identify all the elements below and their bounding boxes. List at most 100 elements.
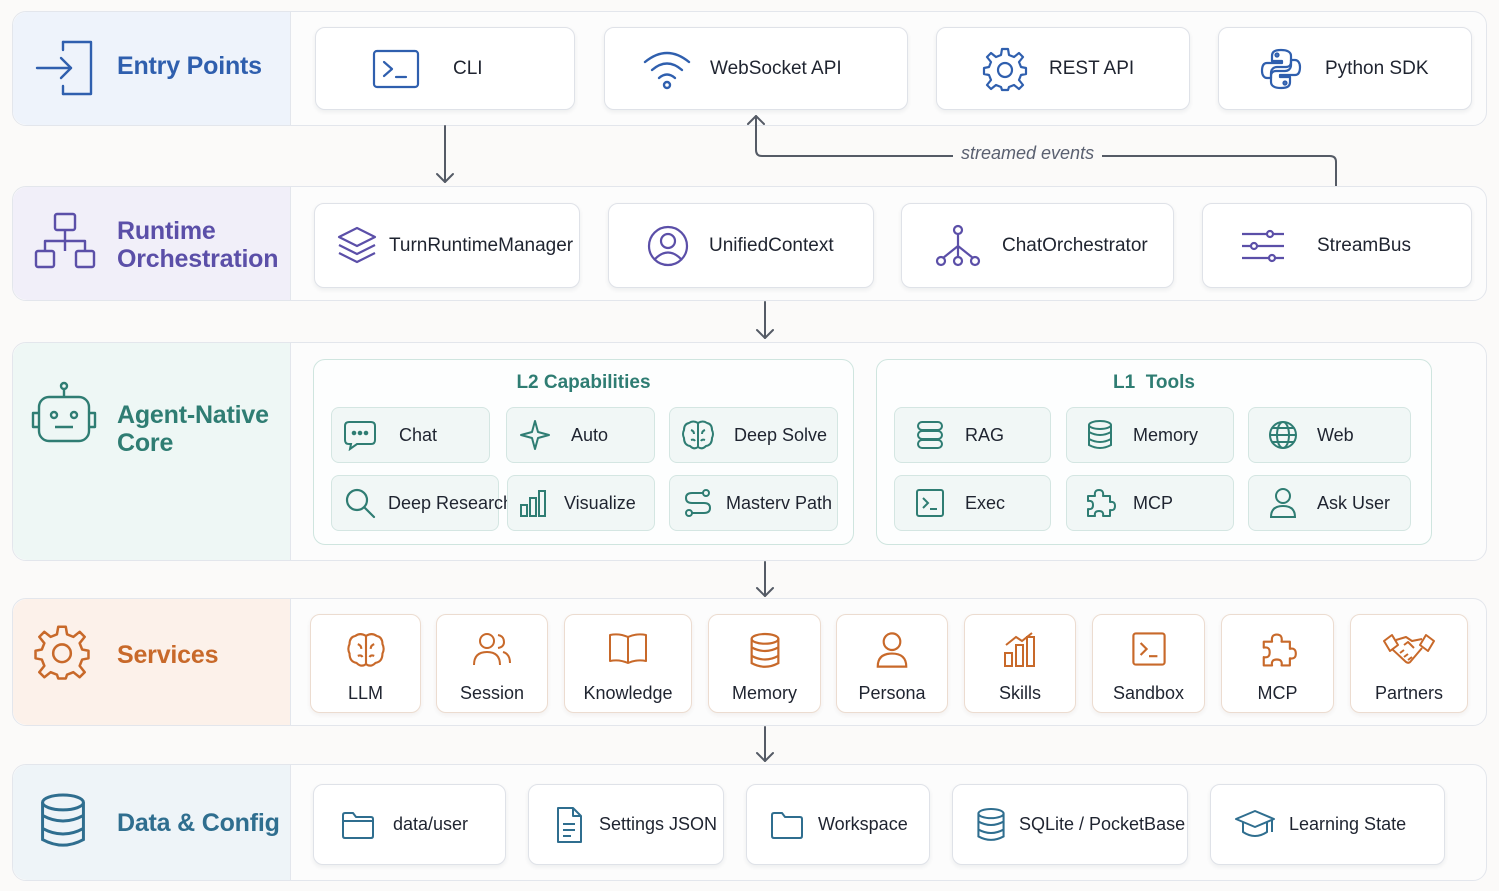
runtime-card-unified-context[interactable]: UnifiedContext (608, 203, 874, 288)
service-partners[interactable]: Partners (1350, 614, 1468, 713)
entry-card-rest-api[interactable]: REST API (936, 27, 1190, 110)
capability-label: Masterv Path (726, 492, 833, 513)
service-persona[interactable]: Persona (836, 614, 948, 713)
layer-title-line: Core (117, 429, 174, 457)
entry-card-label: WebSocket API (710, 57, 842, 79)
folder-icon (340, 810, 376, 840)
capability-label: Visualize (564, 492, 636, 513)
capability-visualize[interactable]: Visualize (507, 475, 655, 531)
sparkle-icon (507, 419, 563, 451)
tool-exec[interactable]: Exec (894, 475, 1051, 531)
entry-card-python-sdk[interactable]: Python SDK (1218, 27, 1472, 110)
login-icon (33, 36, 97, 105)
tool-label: Memory (1133, 424, 1199, 445)
data-card-label: Workspace (818, 814, 908, 834)
document-icon (553, 806, 585, 844)
capability-mastery-path[interactable]: Masterv Path (669, 475, 838, 531)
capability-auto[interactable]: Auto (506, 407, 655, 463)
path-icon (670, 487, 726, 519)
tool-mcp[interactable]: MCP (1066, 475, 1234, 531)
flow-arrow-entry-to-runtime (436, 125, 454, 183)
capability-deep-solve[interactable]: Deep Solve (669, 407, 838, 463)
capability-chat[interactable]: Chat (331, 407, 490, 463)
service-sandbox[interactable]: Sandbox (1092, 614, 1205, 713)
gear-icon (981, 46, 1029, 92)
tool-memory[interactable]: Memory (1066, 407, 1234, 463)
bar-chart-icon (965, 631, 1075, 669)
handshake-icon (1351, 631, 1467, 667)
database-icon (973, 806, 1009, 844)
entry-card-websocket[interactable]: WebSocket API (604, 27, 908, 110)
service-label: Knowledge (583, 683, 673, 703)
book-icon (565, 631, 691, 667)
data-card-workspace[interactable]: Workspace (746, 784, 930, 865)
tool-label: RAG (965, 424, 1005, 445)
data-card-settings-json[interactable]: Settings JSON (528, 784, 724, 865)
data-card-learning-state[interactable]: Learning State (1210, 784, 1445, 865)
tool-rag[interactable]: RAG (894, 407, 1051, 463)
database-icon (1067, 419, 1133, 451)
capabilities-title: L2 Capabilities (516, 372, 651, 393)
layer-title: Entry Points (117, 52, 262, 80)
service-knowledge[interactable]: Knowledge (564, 614, 692, 713)
service-skills[interactable]: Skills (964, 614, 1076, 713)
runtime-card-stream-bus[interactable]: StreamBus (1202, 203, 1472, 288)
service-memory[interactable]: Memory (708, 614, 821, 713)
tool-label: Ask User (1317, 492, 1391, 513)
tool-web[interactable]: Web (1248, 407, 1411, 463)
gear-icon (33, 623, 91, 686)
runtime-card-turn-runtime-manager[interactable]: TurnRuntimeManager (314, 203, 580, 288)
tools-title: L1 Tools (1113, 372, 1195, 393)
streamed-events-label: streamed events (953, 143, 1103, 164)
flow-arrow-core-to-services (756, 561, 774, 597)
python-icon (1257, 47, 1305, 91)
flow-arrow-runtime-to-core (756, 301, 774, 339)
database-icon (709, 631, 820, 671)
data-card-label: Learning State (1289, 814, 1407, 834)
bar-chart-icon (508, 488, 558, 518)
tool-label: Exec (965, 492, 1006, 513)
sliders-icon (1239, 228, 1287, 264)
wifi-icon (641, 48, 693, 90)
data-card-sqlite-pocketbase[interactable]: SQLite / PocketBase (952, 784, 1188, 865)
data-card-label: SQLite / PocketBase (1019, 814, 1186, 834)
layer-header (13, 765, 291, 880)
capability-label: Auto (571, 424, 609, 445)
capability-label: Deep Solve (734, 424, 828, 445)
layer-title-line: Runtime (117, 217, 216, 245)
puzzle-icon (1067, 487, 1133, 519)
service-llm[interactable]: LLM (310, 614, 421, 713)
terminal-icon (895, 488, 965, 518)
user-icon (837, 631, 947, 669)
data-card-label: data/user (393, 814, 469, 834)
service-mcp[interactable]: MCP (1221, 614, 1334, 713)
network-icon (934, 224, 982, 268)
user-icon (1249, 487, 1317, 519)
data-card-data-user[interactable]: data/user (313, 784, 506, 865)
layer-title: Data & Config (117, 809, 280, 837)
service-session[interactable]: Session (436, 614, 548, 713)
entry-card-label: REST API (1049, 57, 1135, 79)
service-label: Partners (1374, 683, 1444, 703)
capability-label: Deep Research (388, 492, 514, 513)
layer-title-line: Agent-Native (117, 401, 269, 429)
capability-deep-research[interactable]: Deep Research (331, 475, 513, 531)
tool-label: Web (1317, 424, 1354, 445)
layer-title: Agent-Native Core (117, 401, 269, 457)
capability-label: Chat (399, 424, 438, 445)
brain-icon (311, 631, 420, 669)
database-stack-icon (895, 419, 965, 451)
service-label: LLM (347, 683, 383, 703)
tool-ask-user[interactable]: Ask User (1248, 475, 1411, 531)
layer-title: Runtime Orchestration (117, 217, 279, 273)
globe-icon (1249, 419, 1317, 451)
puzzle-icon (1222, 631, 1333, 669)
terminal-icon (371, 49, 421, 89)
runtime-card-chat-orchestrator[interactable]: ChatOrchestrator (901, 203, 1174, 288)
layer-title-line: Orchestration (117, 245, 279, 273)
service-label: Session (459, 683, 525, 703)
tool-label: MCP (1133, 492, 1173, 513)
database-icon (37, 791, 89, 856)
entry-card-cli[interactable]: CLI (315, 27, 575, 110)
search-icon (332, 487, 388, 519)
